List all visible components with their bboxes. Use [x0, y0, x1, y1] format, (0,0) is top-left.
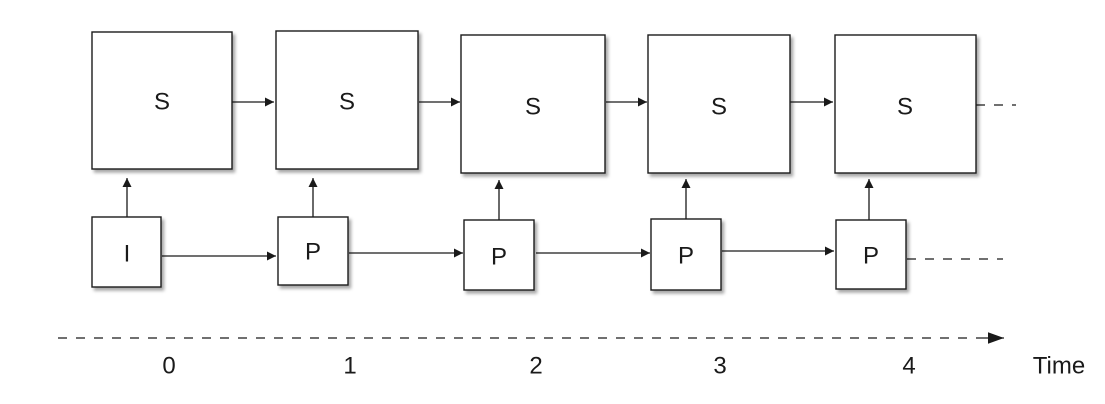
state-transitions [232, 97, 1016, 107]
state-node-label: S [154, 89, 170, 116]
time-tick-label: 3 [713, 353, 726, 380]
state-node-3: S [647, 34, 791, 174]
input-node-3: P [650, 218, 722, 291]
state-node-label: S [711, 94, 727, 121]
time-tick-label: 1 [343, 353, 356, 380]
input-node-label: P [863, 243, 879, 270]
input-transitions [162, 246, 1003, 261]
time-tick-label: 2 [529, 353, 542, 380]
input-node-label: P [678, 243, 694, 270]
input-node-4: P [835, 219, 907, 290]
state-node-label: S [339, 89, 355, 116]
input-to-state-arrows [122, 178, 874, 220]
input-node-2: P [463, 219, 535, 291]
state-node-0: S [91, 31, 233, 170]
state-node-4: S [834, 34, 977, 174]
input-node-label: I [124, 241, 131, 268]
state-node-2: S [460, 34, 606, 174]
input-node-label: P [305, 239, 321, 266]
time-tick-label: 0 [162, 353, 175, 380]
time-axis-label: Time [1033, 353, 1085, 380]
input-node-0: I [91, 216, 162, 288]
state-node-1: S [275, 30, 419, 170]
time-tick-label: 4 [902, 353, 915, 380]
input-node-label: P [491, 244, 507, 271]
input-node-1: P [277, 216, 349, 286]
state-node-label: S [525, 94, 541, 121]
time-axis: 0 1 2 3 4 Time [58, 332, 1085, 380]
state-node-label: S [897, 94, 913, 121]
